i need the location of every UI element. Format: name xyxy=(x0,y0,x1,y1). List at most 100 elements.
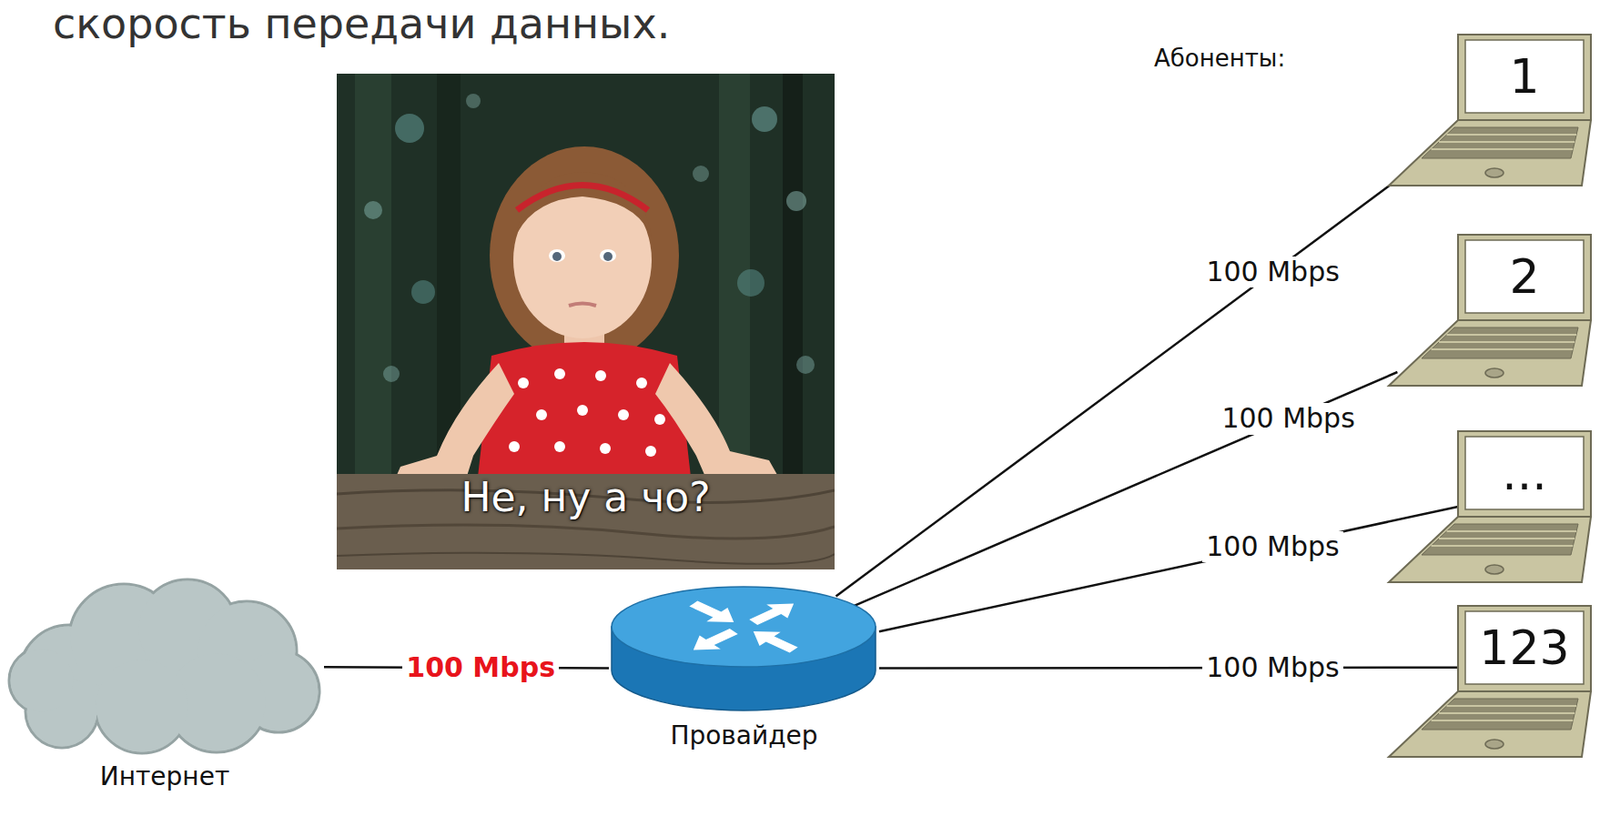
subscriber-laptop-shape xyxy=(1387,429,1595,585)
laptop-base xyxy=(1388,320,1591,386)
forest-background xyxy=(737,269,765,297)
laptop-screen xyxy=(1465,240,1584,314)
subscribers-heading: Абоненты: xyxy=(1154,45,1286,73)
laptop-keyboard xyxy=(1431,348,1574,351)
laptop-base xyxy=(1388,691,1591,758)
subscriber-laptop-shape xyxy=(1387,232,1595,388)
laptop-trackpad xyxy=(1485,168,1504,178)
laptop-trackpad xyxy=(1485,739,1504,750)
router-arrows xyxy=(742,624,805,658)
node-caption: Интернет xyxy=(0,762,361,792)
girl-figure xyxy=(391,146,781,502)
laptop-screen-frame xyxy=(1458,606,1591,692)
laptop-number: 123 xyxy=(1467,613,1582,683)
laptop-screen-frame xyxy=(1458,431,1591,517)
forest-background xyxy=(394,113,425,143)
laptop-trackpad xyxy=(1485,368,1504,378)
forest-background xyxy=(786,191,807,212)
bandwidth-label: 100 Mbps xyxy=(1202,256,1343,289)
girl-figure xyxy=(595,370,607,382)
laptop-screen-frame xyxy=(1458,234,1591,321)
laptop-keyboard xyxy=(1431,545,1574,547)
girl-figure xyxy=(577,405,588,416)
forest-background xyxy=(354,73,815,502)
girl-figure xyxy=(554,441,566,453)
laptop-keyboard xyxy=(1421,524,1579,556)
laptop-keyboard xyxy=(1447,530,1578,533)
bandwidth-label: 100 Mbps xyxy=(1202,652,1343,685)
subscriber-laptop: 1 xyxy=(1387,32,1595,188)
forest-background xyxy=(692,165,709,183)
laptop-keyboard xyxy=(1438,341,1575,344)
network-link xyxy=(879,506,1459,632)
forest-background xyxy=(782,73,803,502)
provider-router: Провайдер xyxy=(608,583,880,715)
girl-figure xyxy=(554,368,566,380)
internet-cloud-shape xyxy=(5,567,325,756)
provider-router-shape xyxy=(608,583,880,715)
girl-figure xyxy=(508,368,666,457)
network-link xyxy=(879,666,1459,669)
cloud-fill xyxy=(10,581,319,753)
forest-background xyxy=(465,93,481,109)
laptop-keyboard xyxy=(1438,537,1575,540)
girl-figure xyxy=(645,445,657,457)
node-caption: Провайдер xyxy=(572,721,916,751)
laptop-keyboard xyxy=(1438,712,1575,715)
laptop-base xyxy=(1388,516,1591,583)
girl-figure xyxy=(391,363,515,488)
laptop-keyboard xyxy=(1421,127,1579,159)
laptop-trackpad xyxy=(1485,565,1504,575)
network-link xyxy=(835,185,1389,597)
girl-figure xyxy=(536,409,547,421)
wooden-log xyxy=(336,474,835,570)
girl-figure xyxy=(489,146,679,365)
router-arrows xyxy=(682,597,745,630)
slide-heading: скорость передачи данных. xyxy=(52,0,670,49)
girl-figure xyxy=(599,443,611,455)
network-link xyxy=(851,372,1398,608)
cloud-outline xyxy=(9,579,320,754)
laptop-keyboard xyxy=(1447,334,1578,336)
girl-figure xyxy=(552,252,562,262)
forest-background xyxy=(364,201,383,220)
girl-figure xyxy=(599,249,617,263)
forest-background xyxy=(411,280,436,304)
router-arrows xyxy=(682,624,745,658)
bandwidth-label: 100 Mbps xyxy=(1202,531,1343,564)
forest-background xyxy=(751,106,778,132)
router-arrows xyxy=(682,597,804,658)
subscriber-laptop: ... xyxy=(1387,429,1595,585)
girl-figure xyxy=(517,377,529,389)
laptop-screen xyxy=(1465,40,1584,113)
girl-figure xyxy=(516,185,649,212)
wooden-log xyxy=(336,525,835,539)
internet-cloud: Интернет xyxy=(5,567,325,756)
forest-background xyxy=(796,355,815,375)
cloud-fill xyxy=(96,660,189,753)
laptop-number: 2 xyxy=(1467,242,1582,312)
wooden-log xyxy=(336,474,835,570)
laptop-screen xyxy=(1465,611,1584,685)
laptop-keyboard xyxy=(1431,148,1574,151)
laptop-keyboard xyxy=(1447,133,1578,136)
girl-figure xyxy=(636,377,648,389)
laptop-screen xyxy=(1465,436,1584,510)
meme-caption: Не, ну а чо? xyxy=(336,475,835,522)
laptop-screen-frame xyxy=(1458,34,1591,121)
forest-background xyxy=(383,365,400,383)
laptop-keyboard xyxy=(1421,327,1579,359)
meme-photo xyxy=(336,73,835,570)
girl-figure xyxy=(508,441,520,453)
subscriber-laptop-shape xyxy=(1387,32,1595,188)
laptop-number: 1 xyxy=(1467,41,1582,112)
laptop-keyboard xyxy=(1438,141,1575,143)
subscriber-laptop: 123 xyxy=(1387,604,1595,760)
laptop-number: ... xyxy=(1467,438,1582,508)
laptop-keyboard xyxy=(1431,719,1574,722)
subscriber-laptop: 2 xyxy=(1387,232,1595,388)
laptop-keyboard xyxy=(1447,705,1578,708)
bandwidth-label: 100 Mbps xyxy=(402,652,559,685)
girl-figure xyxy=(548,249,566,263)
